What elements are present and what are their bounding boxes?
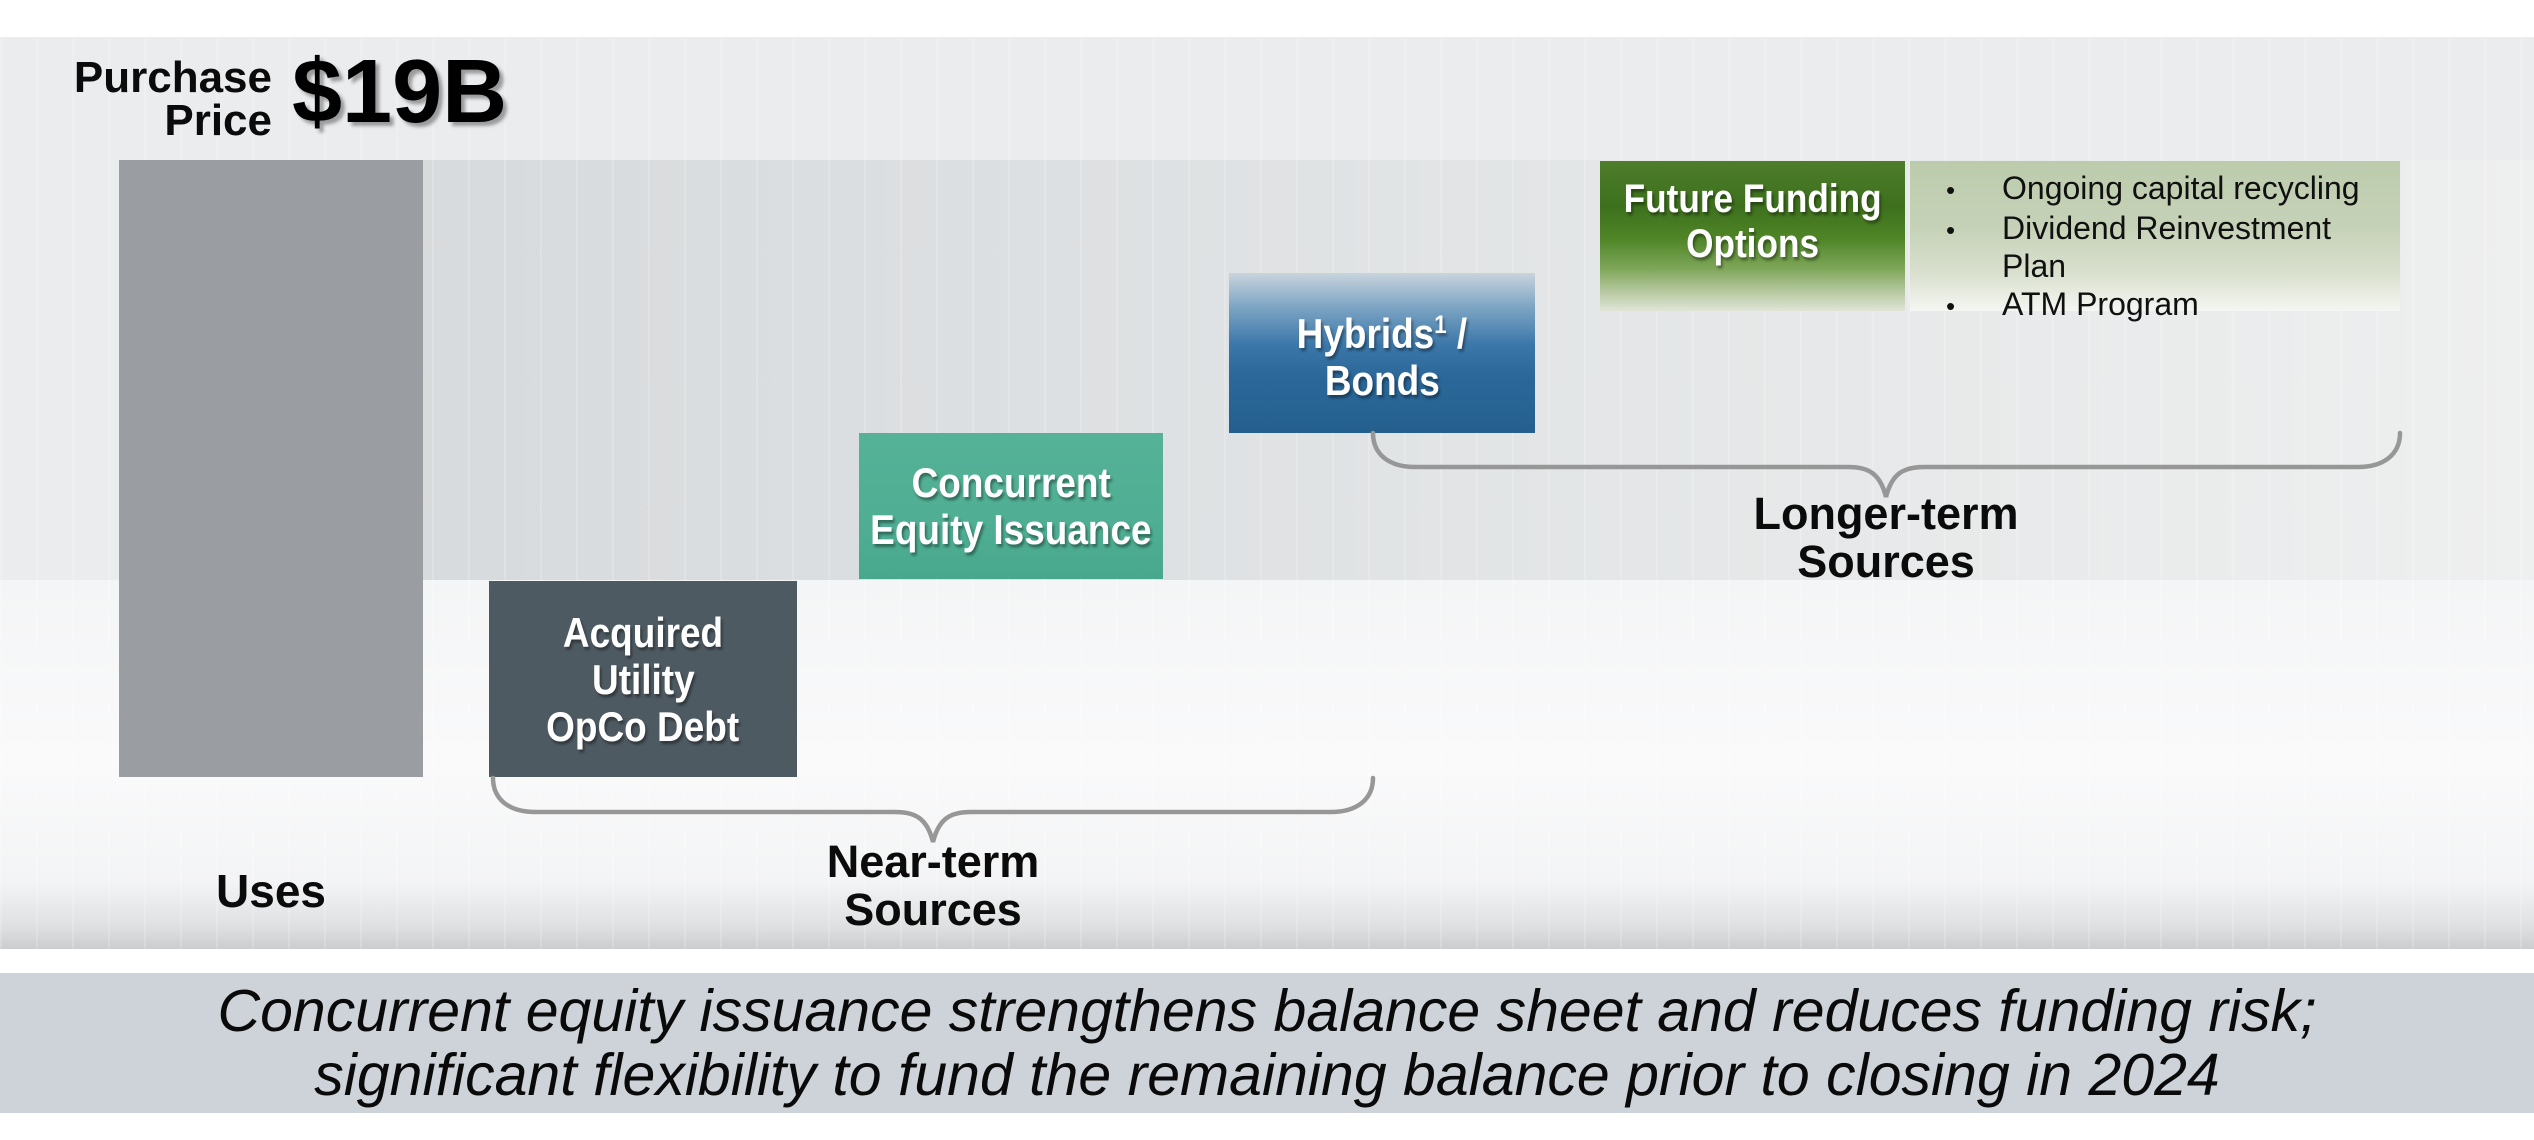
longer-term-sources-label: Longer-term Sources <box>1753 488 2019 587</box>
opco-line1: Acquired <box>562 608 724 656</box>
uses-bar <box>119 160 423 777</box>
purchase-price-line2: Price <box>164 96 272 145</box>
bar-concurrent-equity-issuance: Concurrent Equity Issuance <box>859 433 1163 579</box>
future-line2: Options <box>1686 222 1819 266</box>
bullet-text: ATM Program <box>2002 286 2199 322</box>
list-item: • Ongoing capital recycling <box>1946 169 2400 209</box>
bullet-text: Dividend Reinvestment Plan <box>2002 210 2332 284</box>
opco-line2: Utility <box>591 655 695 703</box>
hybrids-footnote-marker: 1 <box>1434 311 1447 339</box>
future-funding-bullet-panel: • Ongoing capital recycling • Dividend Rei… <box>1910 161 2400 322</box>
opco-line3: OpCo Debt <box>546 702 740 750</box>
bullet-icon: • <box>1946 215 1956 245</box>
bar-acquired-utility-opco-debt: Acquired Utility OpCo Debt <box>489 581 797 777</box>
hybrids-line1: Hybrids1 / <box>1296 310 1468 357</box>
bullet-icon: • <box>1946 291 1956 321</box>
purchase-price-label: Purchase Price <box>40 53 272 145</box>
bar-future-funding-options: Future Funding Options <box>1600 161 1905 311</box>
future-line1: Future Funding <box>1623 177 1882 221</box>
bullet-text: Ongoing capital recycling <box>2002 170 2360 206</box>
near-term-sources-label: Near-term Sources <box>826 836 1040 935</box>
hybrids-line2: Bonds <box>1324 357 1440 404</box>
equity-line1: Concurrent <box>911 459 1111 506</box>
caption-line2: significant flexibility to fund the rema… <box>314 1042 2220 1108</box>
caption-line1: Concurrent equity issuance strengthens b… <box>217 978 2317 1044</box>
list-item: • Dividend Reinvestment Plan <box>1946 209 2400 285</box>
equity-line2: Equity Issuance <box>870 506 1152 553</box>
future-funding-bullet-list: • Ongoing capital recycling • Dividend Rei… <box>1946 169 2400 325</box>
purchase-price-line1: Purchase <box>73 53 272 102</box>
uses-label: Uses <box>216 865 326 917</box>
list-item: • ATM Program <box>1946 285 2400 325</box>
bullet-icon: • <box>1946 175 1956 205</box>
purchase-price-amount: $19B <box>292 42 508 142</box>
bar-hybrids-bonds: Hybrids1 / Bonds <box>1229 273 1535 433</box>
caption-banner: Concurrent equity issuance strengthens b… <box>0 973 2534 1113</box>
